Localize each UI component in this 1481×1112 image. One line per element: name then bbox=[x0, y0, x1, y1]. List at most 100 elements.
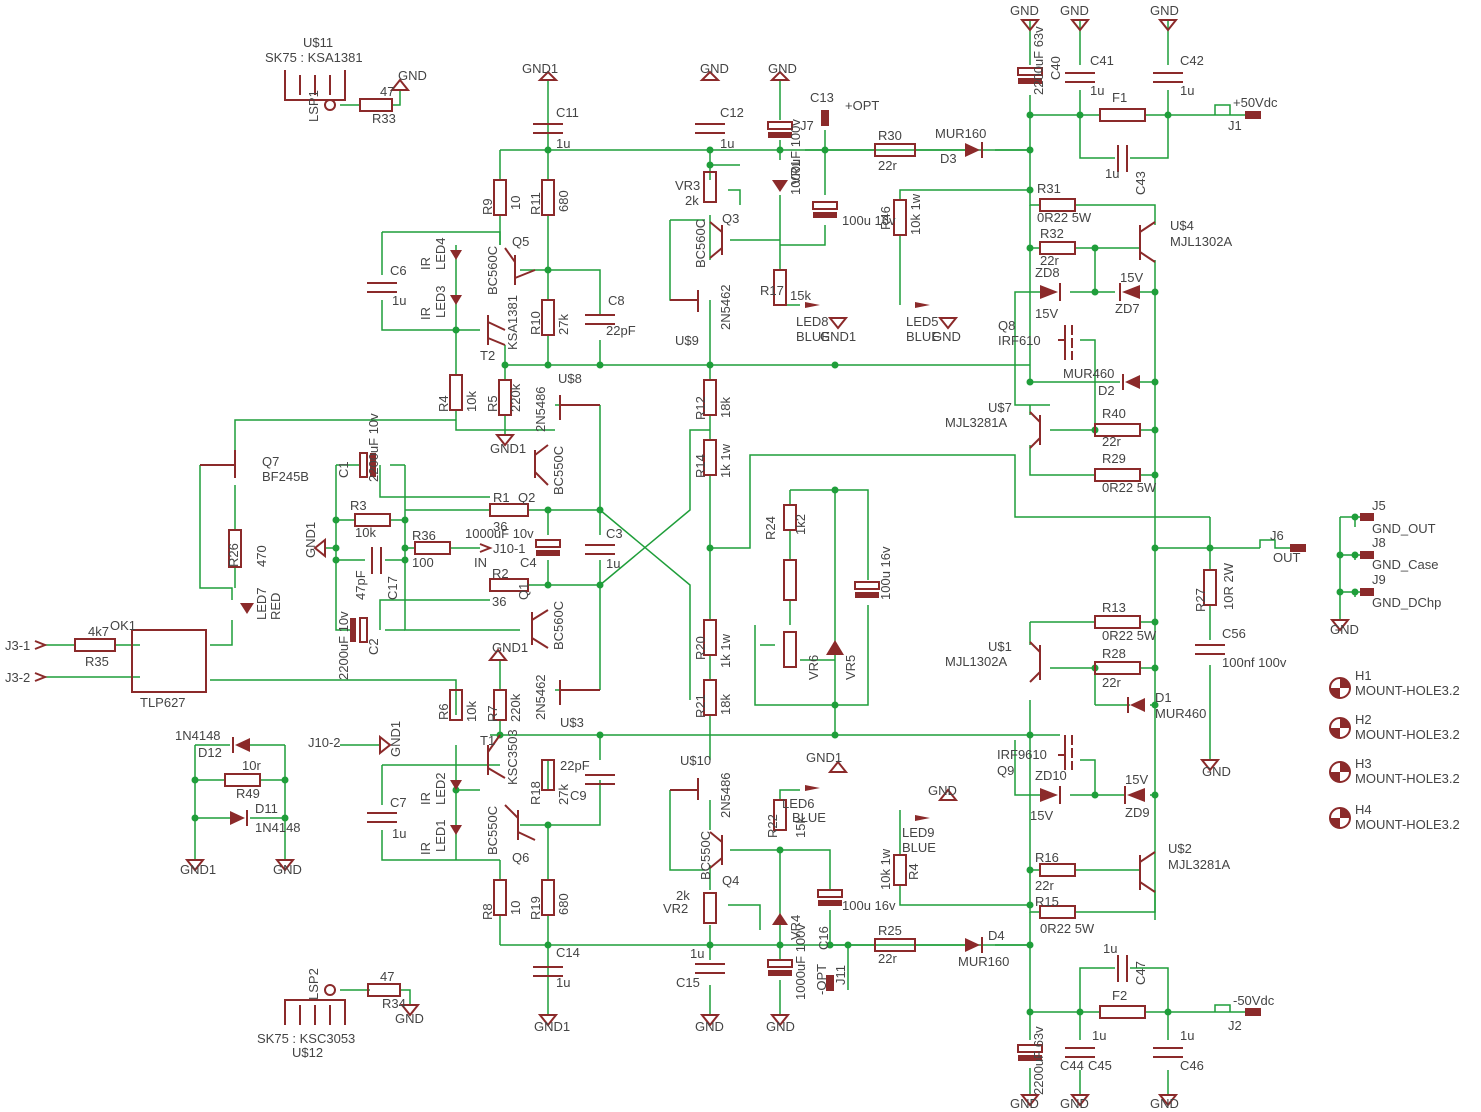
label: LED9 bbox=[902, 825, 935, 840]
label: GND bbox=[766, 1019, 795, 1034]
labels: GND GND GND C41 1u C42 1u F1 +50Vdc J1 1… bbox=[5, 3, 1460, 1111]
label: 470 bbox=[254, 545, 269, 567]
label: GND bbox=[1010, 3, 1039, 18]
label: BLUE bbox=[792, 810, 826, 825]
label: 27k bbox=[556, 784, 571, 805]
label: 1u bbox=[392, 826, 406, 841]
label: R34 bbox=[382, 996, 406, 1011]
label: R16 bbox=[1035, 850, 1059, 865]
label: BC550C bbox=[485, 806, 500, 855]
label: J11 bbox=[833, 965, 848, 985]
label: GND bbox=[1010, 1096, 1039, 1111]
label: J10-1 bbox=[493, 541, 526, 556]
label: 220k bbox=[508, 693, 523, 722]
label: C41 bbox=[1090, 53, 1114, 68]
label: 100u 16v bbox=[842, 213, 896, 228]
label: C13 bbox=[810, 90, 834, 105]
label: R33 bbox=[372, 111, 396, 126]
label: IR bbox=[418, 792, 433, 805]
label: 1u bbox=[1105, 166, 1119, 181]
label: 1u bbox=[1103, 941, 1117, 956]
label: U$8 bbox=[558, 371, 582, 386]
label: -50Vdc bbox=[1233, 993, 1275, 1008]
label: C46 bbox=[1180, 1058, 1204, 1073]
label: R9 bbox=[480, 198, 495, 215]
label: R40 bbox=[1102, 406, 1126, 421]
label: 1u bbox=[392, 293, 406, 308]
label: 1u bbox=[1180, 83, 1194, 98]
label: R11 bbox=[528, 192, 543, 215]
label: LED6 bbox=[782, 796, 815, 811]
heatsinks bbox=[284, 70, 346, 1025]
label: ZD8 bbox=[1035, 265, 1060, 280]
label: GND1 bbox=[522, 61, 558, 76]
label: 1u bbox=[1092, 1028, 1106, 1043]
label: GND bbox=[1150, 1096, 1179, 1111]
label: J9 bbox=[1372, 572, 1386, 587]
label: LED3 bbox=[433, 285, 448, 318]
label: LSP1 bbox=[306, 90, 321, 122]
capacitors bbox=[350, 67, 1225, 1061]
label: GND bbox=[1150, 3, 1179, 18]
label: 22r bbox=[878, 951, 897, 966]
label: 27k bbox=[556, 314, 571, 335]
label: GND bbox=[395, 1011, 424, 1026]
label: 0R22 5W bbox=[1037, 210, 1092, 225]
label: 18k bbox=[718, 694, 733, 715]
label: C16 bbox=[816, 926, 831, 950]
label: 4k7 bbox=[88, 624, 109, 639]
label: VR3 bbox=[675, 178, 700, 193]
label: LSP2 bbox=[306, 968, 321, 1000]
resistors bbox=[74, 98, 1217, 1019]
label: R31 bbox=[1037, 181, 1061, 196]
label: 1u bbox=[690, 946, 704, 961]
label: GND bbox=[273, 862, 302, 877]
label: GND_OUT bbox=[1372, 521, 1436, 536]
label: MUR460 bbox=[1155, 706, 1206, 721]
label: 2200uF 63v bbox=[1031, 1026, 1046, 1095]
label: IRF9610 bbox=[997, 747, 1047, 762]
label: OUT bbox=[1273, 550, 1301, 565]
label: LED8 bbox=[796, 314, 829, 329]
label: C43 bbox=[1133, 171, 1148, 195]
label: C6 bbox=[390, 263, 407, 278]
label: ZD9 bbox=[1125, 805, 1150, 820]
label: -OPT bbox=[814, 964, 829, 995]
label: J7 bbox=[800, 118, 814, 133]
label: J3-2 bbox=[5, 670, 30, 685]
label: IR bbox=[418, 257, 433, 270]
label: IRF610 bbox=[998, 333, 1041, 348]
label: Q5 bbox=[512, 234, 529, 249]
label: 2k bbox=[685, 193, 699, 208]
label: 1u bbox=[1090, 83, 1104, 98]
label: U$1 bbox=[988, 639, 1012, 654]
rotated-labels: 2200uF 63v C40 C43 R9 10 R11 680 LED4 IR… bbox=[226, 26, 1236, 1095]
label: 10R 2W bbox=[1221, 562, 1236, 610]
label: 10r bbox=[242, 758, 261, 773]
label: BC560C bbox=[693, 219, 708, 268]
label: U$11 bbox=[303, 35, 333, 50]
label: 100u 16v bbox=[878, 546, 893, 600]
label: R4 bbox=[436, 395, 451, 412]
label: SK75 : KSA1381 bbox=[265, 50, 363, 65]
label: GND1 bbox=[806, 750, 842, 765]
label: R15 bbox=[1035, 894, 1059, 909]
label: 1u bbox=[606, 556, 620, 571]
label: 15k bbox=[793, 817, 808, 838]
label: 2k bbox=[676, 888, 690, 903]
connectors bbox=[34, 110, 1374, 1016]
ground-symbols bbox=[184, 19, 1351, 1107]
label: GND_Case bbox=[1372, 557, 1438, 572]
label: C9 bbox=[570, 788, 587, 803]
label: 1000uF 100v bbox=[793, 924, 808, 1000]
label: 100nf 100v bbox=[1222, 655, 1287, 670]
label: 10 bbox=[508, 901, 523, 915]
label: Q4 bbox=[722, 873, 739, 888]
label: C56 bbox=[1222, 626, 1246, 641]
label: R7 bbox=[485, 705, 500, 722]
label: BC560C bbox=[485, 246, 500, 295]
label: R10 bbox=[528, 311, 543, 335]
label: GND bbox=[700, 61, 729, 76]
label: VR4 bbox=[788, 915, 803, 940]
